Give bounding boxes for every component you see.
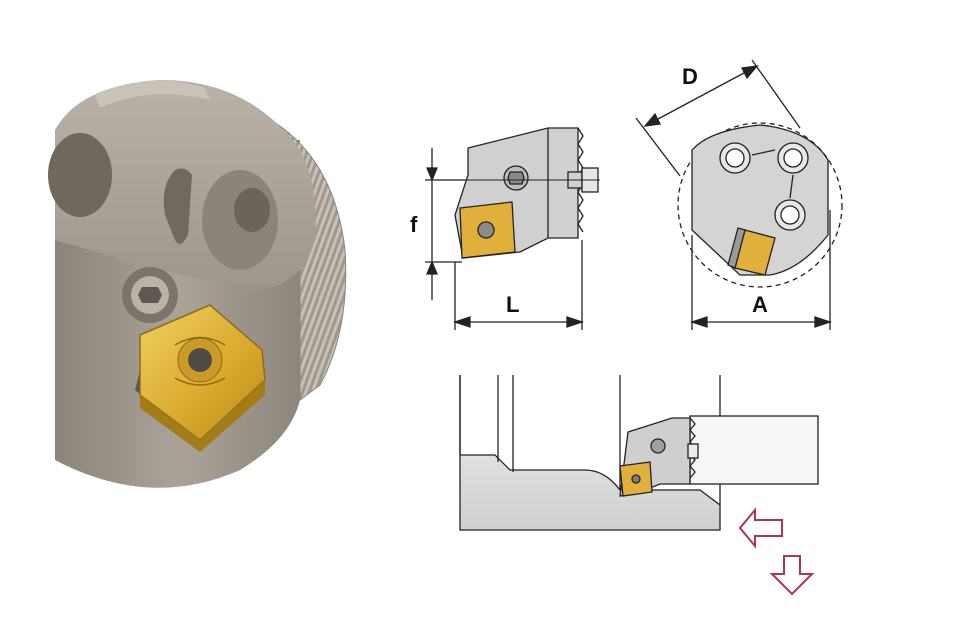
front-view	[635, 59, 843, 330]
tool-head-render	[48, 80, 347, 488]
coolant-pocket-left	[48, 133, 112, 217]
side-view	[425, 127, 600, 330]
front-view-outline	[677, 122, 843, 288]
feed-direction-down-arrow-icon	[769, 555, 815, 596]
boring-bar	[689, 415, 819, 485]
dimension-D-label: D	[682, 64, 698, 89]
tool-collar	[95, 80, 210, 108]
boring-bar-screw-icon	[650, 438, 666, 454]
workpiece	[459, 375, 721, 531]
application-view	[459, 375, 819, 531]
coolant-nozzle	[163, 168, 192, 244]
feed-direction-left-arrow-icon	[738, 507, 783, 549]
dimension-A-label: A	[752, 292, 768, 317]
dimension-L-label: L	[506, 292, 519, 317]
dimension-f-label: f	[410, 212, 418, 237]
